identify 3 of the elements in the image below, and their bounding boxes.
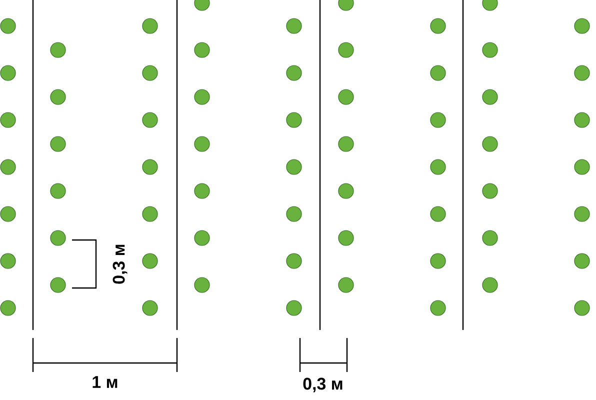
dimension-label: 0,3 м [303,378,342,392]
dimension-label: 1 м [92,376,118,388]
dimension-label: 0,3 м [112,244,128,284]
